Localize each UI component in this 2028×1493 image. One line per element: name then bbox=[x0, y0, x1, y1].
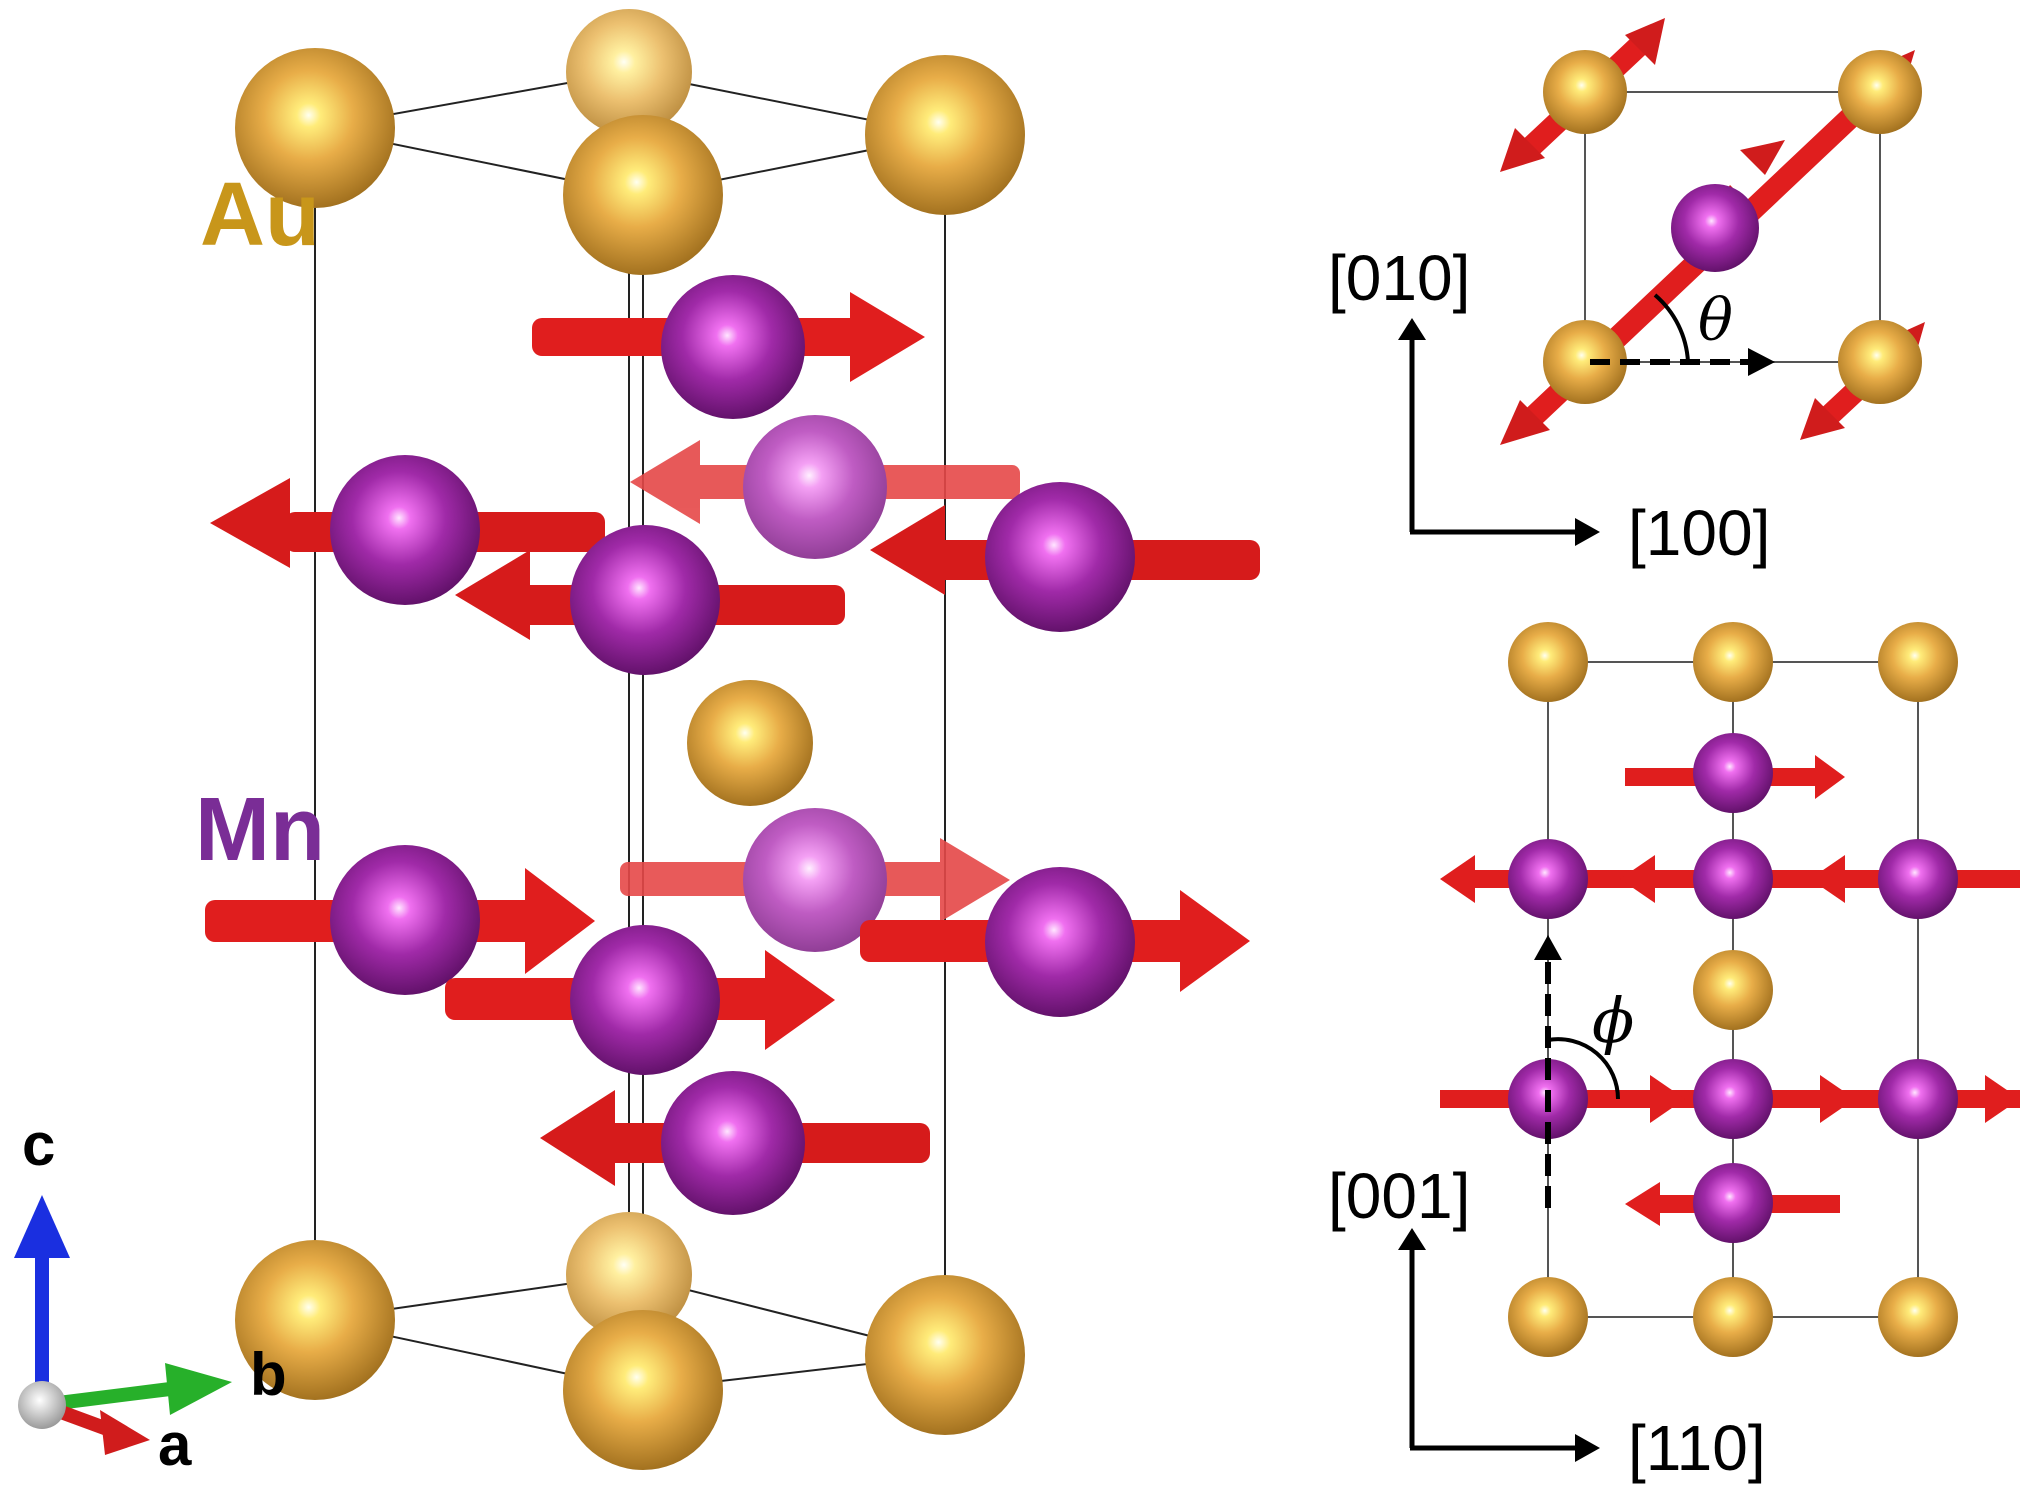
dir-110-label: [110] bbox=[1628, 1412, 1766, 1484]
au-atom bbox=[1693, 622, 1773, 702]
au-atom bbox=[865, 1275, 1025, 1435]
axis-a-label: a bbox=[158, 1411, 192, 1478]
side-view-panel: ϕ [001] [110] bbox=[1328, 622, 2020, 1484]
mn-atom bbox=[1693, 1163, 1773, 1243]
mn-atom bbox=[743, 808, 887, 952]
back-layer bbox=[566, 9, 1020, 1338]
au-atom bbox=[865, 55, 1025, 215]
au-atom bbox=[1878, 1277, 1958, 1357]
top-view-panel: θ [010] [100] bbox=[1328, 18, 1925, 569]
au-atom bbox=[235, 1240, 395, 1400]
au-atom bbox=[1693, 950, 1773, 1030]
dir-010-label: [010] bbox=[1328, 242, 1470, 314]
mn-atom bbox=[330, 455, 480, 605]
au-atom bbox=[1878, 622, 1958, 702]
au-atom bbox=[1508, 622, 1588, 702]
mn-atom bbox=[1693, 839, 1773, 919]
au-label: Au bbox=[200, 165, 320, 265]
au-atom bbox=[566, 9, 692, 135]
au-atom bbox=[1838, 50, 1922, 134]
axis-b-label: b bbox=[250, 1341, 287, 1408]
mn-atom bbox=[330, 845, 480, 995]
mn-atom bbox=[570, 925, 720, 1075]
au-atom bbox=[563, 115, 723, 275]
axis-c-label: c bbox=[22, 1111, 55, 1178]
axis-triad: c b a bbox=[14, 1111, 287, 1478]
au-atom bbox=[1838, 320, 1922, 404]
mn-atom bbox=[661, 1071, 805, 1215]
au-atom bbox=[563, 1310, 723, 1470]
au-atom bbox=[1543, 50, 1627, 134]
mn-atom bbox=[1693, 733, 1773, 813]
mn-atom bbox=[1508, 839, 1588, 919]
mn-atom bbox=[1693, 1059, 1773, 1139]
phi-label: ϕ bbox=[1592, 984, 1634, 1057]
mn-atom bbox=[743, 415, 887, 559]
mn-atom bbox=[661, 275, 805, 419]
mn-atom bbox=[985, 482, 1135, 632]
theta-label: θ bbox=[1698, 286, 1733, 354]
au-atom bbox=[1508, 1277, 1588, 1357]
corner-au-atoms bbox=[235, 48, 1025, 1470]
mn-label: Mn bbox=[195, 780, 325, 880]
au-atom bbox=[566, 1212, 692, 1338]
dir-100-label: [100] bbox=[1628, 497, 1770, 569]
au-atom bbox=[1693, 1277, 1773, 1357]
mn-atom bbox=[985, 867, 1135, 1017]
au-atom bbox=[687, 680, 813, 806]
au-atom bbox=[1543, 320, 1627, 404]
dir-001-label: [001] bbox=[1328, 1160, 1470, 1232]
lower-mn-layer bbox=[205, 845, 1250, 1215]
upper-mn-layer bbox=[210, 275, 1260, 675]
mn-atom bbox=[570, 525, 720, 675]
mn-atom bbox=[1671, 184, 1759, 272]
mn-atom bbox=[1878, 1059, 1958, 1139]
au-atom bbox=[235, 48, 395, 208]
mn-atom bbox=[1878, 839, 1958, 919]
